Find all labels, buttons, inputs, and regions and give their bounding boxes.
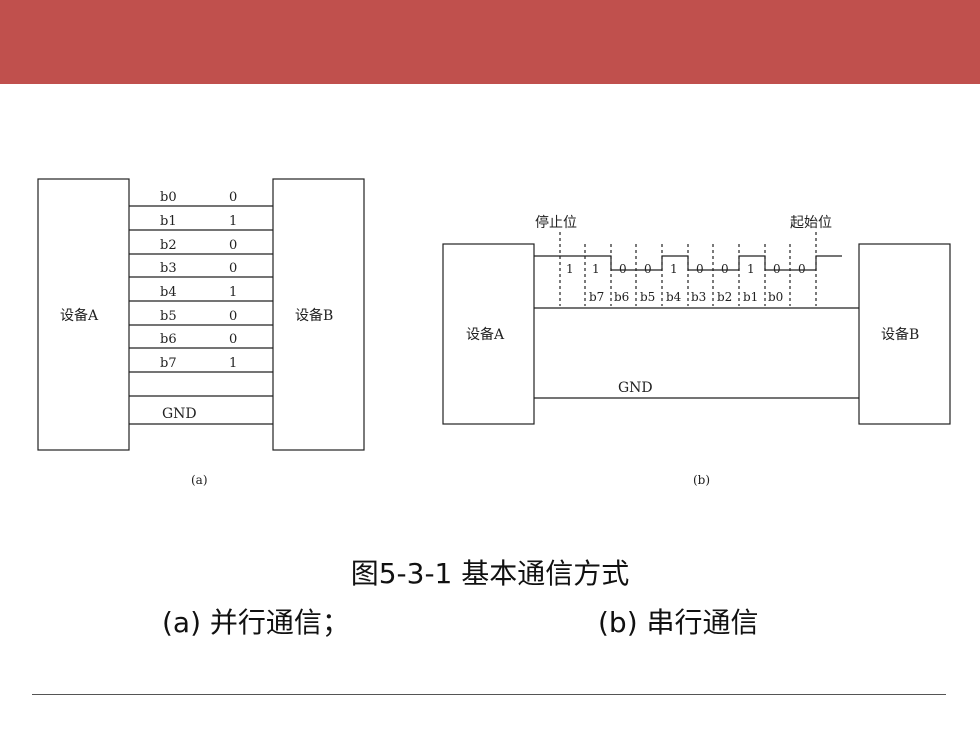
- serial-level: 0: [644, 262, 652, 276]
- figure-caption-title: 图5-3-1 基本通信方式: [350, 557, 630, 590]
- serial-level: 1: [592, 262, 600, 276]
- serial-level: 0: [619, 262, 627, 276]
- parallel-bit-name: b6: [160, 332, 177, 347]
- parallel-bit-name: b4: [160, 285, 177, 300]
- header-bar: [0, 0, 980, 84]
- serial-bit-name: b2: [717, 290, 732, 304]
- parallel-bit-name: b1: [160, 214, 177, 229]
- parallel-bit-value: 0: [229, 261, 237, 276]
- parallel-diagram: [37, 178, 365, 451]
- parallel-bit-value: 0: [229, 190, 237, 205]
- parallel-bit-name: b3: [160, 261, 177, 276]
- serial-gnd-label: GND: [618, 380, 653, 396]
- parallel-bit-name: b0: [160, 190, 177, 205]
- start-bit-label: 起始位: [790, 215, 832, 231]
- figure-caption-serial: (b) 串行通信: [598, 606, 759, 639]
- parallel-bit-value: 1: [229, 356, 237, 371]
- serial-sub-label: (b): [693, 473, 710, 487]
- serial-level: 0: [773, 262, 781, 276]
- bottom-divider: [32, 694, 946, 695]
- serial-bit-name: b1: [743, 290, 758, 304]
- serial-bit-name: b3: [691, 290, 706, 304]
- serial-level: 1: [566, 262, 574, 276]
- serial-level: 0: [798, 262, 806, 276]
- parallel-device-a-label: 设备A: [60, 307, 99, 324]
- parallel-device-b-box: [272, 178, 365, 451]
- serial-device-a-box: [442, 243, 535, 425]
- serial-device-a-label: 设备A: [466, 326, 505, 343]
- parallel-bit-value: 1: [229, 285, 237, 300]
- serial-bit-name: b5: [640, 290, 655, 304]
- parallel-bit-value: 1: [229, 214, 237, 229]
- parallel-device-b-label: 设备B: [295, 307, 333, 324]
- stop-bit-label: 停止位: [535, 214, 577, 231]
- parallel-bit-value: 0: [229, 332, 237, 347]
- serial-level: 0: [721, 262, 729, 276]
- parallel-gnd-label: GND: [162, 406, 197, 422]
- parallel-bit-name: b2: [160, 238, 177, 253]
- serial-bit-name: b7: [589, 290, 604, 304]
- serial-bit-name: b6: [614, 290, 629, 304]
- serial-level: 1: [747, 262, 755, 276]
- serial-diagram: [442, 232, 951, 425]
- parallel-device-a-box: [37, 178, 130, 451]
- serial-bit-name: b0: [768, 290, 783, 304]
- serial-level: 1: [670, 262, 678, 276]
- parallel-bit-value: 0: [229, 309, 237, 324]
- parallel-bit-value: 0: [229, 238, 237, 253]
- parallel-bit-name: b5: [160, 309, 177, 324]
- serial-bit-separators: [559, 232, 817, 306]
- parallel-sub-label: (a): [191, 473, 208, 487]
- serial-level: 0: [696, 262, 704, 276]
- parallel-bit-name: b7: [160, 356, 177, 371]
- serial-bit-name: b4: [666, 290, 682, 304]
- figure-caption-parallel: (a) 并行通信；: [162, 606, 350, 639]
- serial-device-b-label: 设备B: [881, 326, 919, 343]
- serial-device-b-box: [858, 243, 951, 425]
